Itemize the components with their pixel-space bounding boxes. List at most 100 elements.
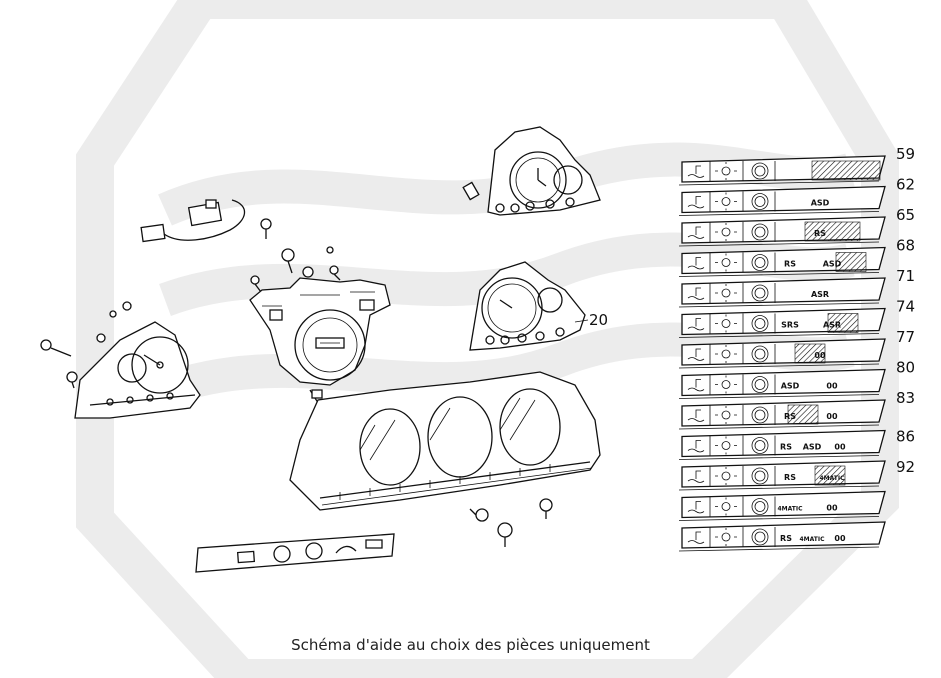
abs-icon	[751, 223, 769, 241]
abs-icon	[751, 254, 769, 271]
lamp-icon	[715, 284, 737, 302]
diagram-caption: Schéma d'aide au choix des pièces unique…	[291, 636, 650, 654]
coolant-icon	[687, 257, 705, 270]
panel-edge	[678, 485, 880, 491]
panel-label: 00	[814, 351, 826, 360]
abs-icon	[751, 315, 769, 332]
callout-number: 80	[896, 359, 915, 377]
callout-number: 86	[896, 428, 915, 446]
panel-label: ASR	[823, 321, 841, 330]
hatched-blank	[814, 465, 846, 486]
panel-86: RS ASD 00 86	[678, 428, 915, 460]
abs-icon	[751, 406, 769, 424]
panel-label: RS	[784, 412, 796, 421]
panel-65: RS 65	[678, 206, 915, 247]
panel-frame	[681, 185, 886, 214]
abs-icon	[751, 162, 769, 180]
coolant-icon	[687, 379, 705, 392]
coolant-icon	[687, 165, 705, 178]
panel-label: ASR	[811, 290, 829, 299]
gauge-cluster-20	[469, 261, 589, 351]
panel-77: 00 77	[678, 328, 915, 369]
lamp-icon	[715, 467, 737, 485]
panel-label: 4MATIC	[777, 506, 803, 513]
abs-icon	[751, 498, 769, 515]
callout-number: 74	[896, 298, 915, 316]
lamp-icon	[715, 314, 737, 333]
panel-label: RS	[814, 229, 826, 238]
panel-label: ASD	[781, 382, 800, 391]
panel-label: 00	[834, 443, 846, 452]
panel-frame	[681, 368, 886, 397]
panel-label: RS	[784, 473, 796, 482]
panel-edge	[678, 241, 880, 247]
abs-icon	[751, 467, 769, 485]
panel-frame	[681, 490, 886, 519]
panel-label: RS	[780, 443, 792, 452]
panel-label: 00	[826, 412, 838, 421]
lamp-icon	[715, 436, 737, 455]
hatched-blank	[835, 252, 867, 272]
panel-frame	[681, 521, 886, 549]
panel-edge	[678, 272, 880, 277]
hatched-blank	[794, 343, 826, 364]
panel-label: ASD	[803, 443, 822, 452]
lamp-icon	[715, 528, 737, 546]
coolant-icon	[687, 440, 705, 453]
panel-edge	[678, 455, 880, 460]
panel-label: 00	[834, 534, 846, 543]
lamp-icon	[715, 253, 737, 272]
panel-label: SRS	[781, 321, 799, 330]
panel-edge	[678, 546, 880, 552]
left-gauge-cluster	[74, 321, 201, 419]
panel-label: ASD	[823, 260, 842, 269]
coolant-icon	[687, 409, 705, 422]
callout-number: 65	[896, 206, 915, 224]
panel-edge	[678, 424, 880, 430]
callout-number: 92	[896, 458, 915, 476]
hatched-blank	[787, 404, 819, 425]
panel-label: RS	[780, 534, 792, 543]
panel-label: 4MATIC	[799, 536, 825, 543]
lamp-icon	[715, 406, 737, 424]
panel-row-12: RS 4MATIC 00	[678, 521, 886, 552]
panel-71: ASR 71	[678, 267, 915, 308]
abs-icon	[751, 284, 769, 302]
panel-edge	[678, 302, 880, 308]
coolant-icon	[687, 501, 705, 514]
panel-edge	[678, 333, 880, 338]
abs-icon	[751, 437, 769, 454]
lamp-icon	[715, 375, 737, 394]
panel-frame	[681, 429, 886, 458]
callout-number: 71	[896, 267, 915, 285]
screws-bulbs	[40, 181, 553, 547]
abs-icon	[751, 376, 769, 393]
lamp-icon	[715, 162, 737, 180]
panel-edge	[678, 180, 880, 186]
panel-label: RS	[784, 260, 796, 269]
coolant-icon	[687, 318, 705, 331]
coolant-icon	[687, 470, 705, 483]
clock-cluster	[487, 126, 601, 216]
abs-icon	[751, 193, 769, 210]
lamp-icon	[715, 497, 737, 516]
lamp-icon	[715, 192, 737, 211]
callout-20: 20	[589, 311, 608, 329]
callout-number: 77	[896, 328, 915, 346]
panel-edge	[678, 211, 880, 216]
bottom-indicator-strip	[195, 533, 395, 573]
coolant-icon	[687, 226, 705, 239]
hatched-blank	[827, 313, 859, 333]
panel-59: 59	[678, 145, 915, 186]
panel-frame	[681, 277, 886, 305]
abs-icon	[751, 528, 769, 546]
